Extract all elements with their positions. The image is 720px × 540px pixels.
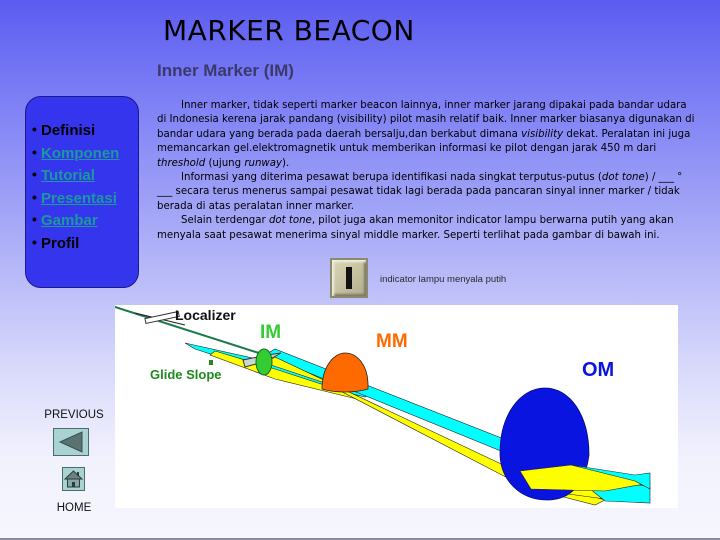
localizer-label: Localizer (175, 307, 236, 323)
paragraph-3: Selain terdengar dot tone, pilot juga ak… (157, 215, 674, 241)
glide-slope-label: Glide Slope (150, 367, 222, 382)
indicator-lamp-icon (330, 258, 368, 298)
sidebar-link-presentasi[interactable]: Presentasi (41, 189, 117, 207)
sidebar-link-tutorial[interactable]: Tutorial (41, 167, 95, 184)
previous-button[interactable] (53, 428, 89, 456)
bullet-icon: • (32, 166, 37, 182)
home-label: HOME (56, 502, 92, 514)
sidebar-item-label: Definisi (41, 122, 96, 139)
section-subtitle: Inner Marker (IM) (157, 61, 294, 80)
sidebar-item-presentasi[interactable]: •Presentasi (32, 187, 138, 210)
page-title: MARKER BEACON (163, 14, 415, 47)
marker-beacon-diagram: Localizer IM MM OM Glide Slope (115, 305, 678, 508)
mm-label: MM (376, 331, 408, 352)
sidebar-item-tutorial[interactable]: •Tutorial (32, 164, 138, 187)
previous-label: PREVIOUS (44, 409, 104, 421)
bullet-icon: • (32, 211, 37, 227)
sidebar-link-gambar[interactable]: Gambar (41, 212, 98, 229)
paragraph-1: Inner marker, tidak seperti marker beaco… (157, 100, 695, 169)
paragraph-2: Informasi yang diterima pesawat berupa i… (157, 172, 683, 212)
im-label: IM (260, 322, 282, 343)
sidebar-item-komponen[interactable]: •Komponen (32, 142, 138, 165)
sidebar-item-definisi[interactable]: •Definisi (32, 119, 138, 142)
bottom-divider (0, 538, 720, 540)
bullet-icon: • (32, 233, 37, 250)
home-button[interactable] (62, 467, 85, 491)
bullet-icon: • (32, 143, 37, 160)
left-triangle-icon (58, 431, 83, 453)
sidebar-item-gambar[interactable]: •Gambar (32, 209, 138, 232)
indicator-caption: indicator lampu menyala putih (380, 274, 507, 285)
sidebar-item-label: Profil (41, 234, 80, 252)
bullet-icon: • (32, 188, 37, 205)
sidebar-menu: •Definisi •Komponen •Tutorial •Presentas… (25, 96, 139, 288)
bullet-icon: • (32, 121, 37, 137)
beam-diagram-graphic (115, 306, 652, 506)
house-icon (63, 470, 84, 488)
sidebar-item-profil[interactable]: •Profil (32, 232, 138, 255)
indicator-bar (346, 267, 352, 289)
body-text: Inner marker, tidak seperti marker beaco… (157, 99, 697, 243)
sidebar-link-komponen[interactable]: Komponen (41, 144, 120, 162)
om-label: OM (582, 359, 615, 381)
